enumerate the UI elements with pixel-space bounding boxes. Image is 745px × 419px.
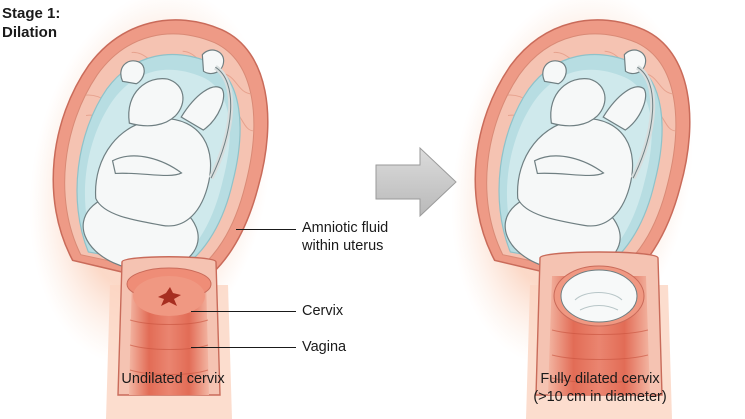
cervix-leader-line (191, 311, 296, 313)
amniotic-fluid-leader-line (236, 229, 296, 231)
amniotic-fluid-label: Amniotic fluid within uterus (302, 219, 388, 255)
fully-dilated-cervix-caption: Fully dilated cervix (>10 cm in diameter… (520, 370, 680, 406)
stage-title-line1: Stage 1: (2, 5, 61, 22)
cervix-vagina-right-illustration (526, 251, 672, 419)
cervix-label: Cervix (302, 303, 344, 319)
cervix-vagina-left-illustration (106, 256, 232, 419)
stage-title: Stage 1: Dilation (2, 4, 60, 42)
amniotic-fluid-label-line1: Amniotic fluid (302, 220, 389, 236)
undilated-cervix-caption: Undilated cervix (121, 371, 225, 387)
right-arrow-icon (375, 146, 457, 218)
vagina-leader-line (191, 347, 296, 349)
fully-dilated-caption-line1: Fully dilated cervix (540, 371, 660, 387)
stage-title-line2: Dilation (2, 24, 57, 41)
amniotic-fluid-label-line2: within uterus (302, 238, 384, 254)
fully-dilated-caption-line2: (>10 cm in diameter) (533, 389, 667, 405)
vagina-label: Vagina (302, 339, 347, 355)
